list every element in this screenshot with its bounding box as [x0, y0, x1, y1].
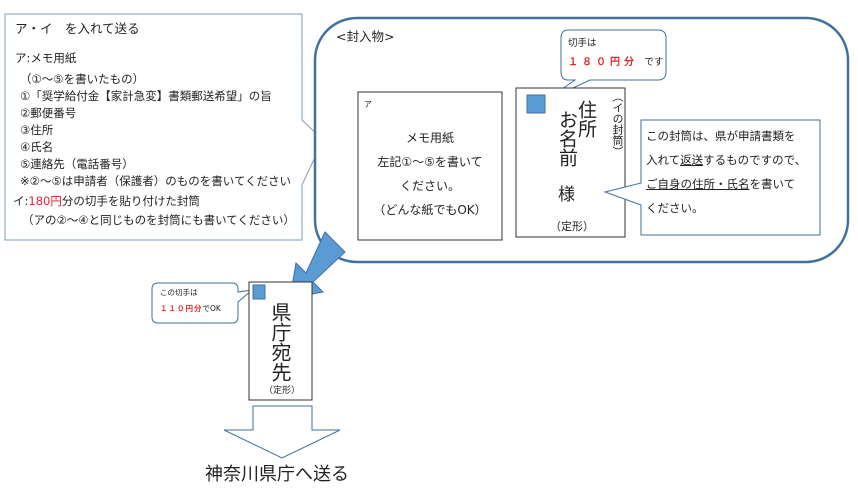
- item-3: ③住所: [20, 123, 54, 137]
- callout-line2: 入れて返送するものですので、: [646, 148, 806, 172]
- item-4: ④氏名: [20, 140, 54, 154]
- envelope-name: お名前: [556, 110, 578, 167]
- hollow-down-arrow: [223, 405, 341, 459]
- callout-line2c: するものですので、: [703, 153, 807, 167]
- prefecture-envelope-size: （定形）: [264, 386, 301, 396]
- small-stamp-callout: [151, 282, 254, 324]
- prefecture-address: 県庁宛先: [268, 302, 292, 382]
- prefecture-envelope: [248, 281, 313, 401]
- destination-label: 神奈川県庁へ送る: [205, 464, 349, 485]
- envelope-note-text: この封筒は、県が申請書類を 入れて返送するものですので、 ご自身の住所・氏名を書…: [646, 124, 806, 220]
- envelope-address: 住所: [575, 100, 597, 138]
- callout-line3: ご自身の住所・氏名を書いて: [646, 172, 806, 196]
- envelope-sama: 様: [558, 185, 575, 205]
- memo-text: メモ用紙 左記①～⑤を書いて ください。 （どんな紙でもOK）: [358, 126, 502, 222]
- small-stamp-suffix: でOK: [202, 304, 221, 313]
- stamp-icon: [526, 94, 546, 114]
- i-suffix: 分の切手を貼り付けた封筒: [61, 194, 200, 208]
- memo-sub: （①～⑤を書いたもの）: [20, 72, 145, 86]
- item-2: ②郵便番号: [20, 106, 77, 120]
- small-callout-line2: １１０円分でOK: [160, 303, 221, 315]
- memo-line1: メモ用紙: [405, 131, 454, 145]
- envelope-instruction: イ:180円分の切手を貼り付けた封筒: [13, 193, 200, 211]
- small-stamp-icon: [252, 284, 266, 300]
- envelope-size: （定形）: [550, 220, 594, 233]
- item-5: ⑤連絡先（電話番号）: [20, 157, 134, 171]
- i-prefix: イ:: [13, 194, 29, 208]
- stamp-callout-line1: 切手は: [568, 38, 597, 49]
- memo-label: ア:メモ用紙: [15, 51, 77, 65]
- callout-line4: ください。: [646, 201, 704, 215]
- i-amount: 180円: [28, 194, 62, 208]
- small-stamp-amount: １１０円分: [160, 304, 203, 313]
- stamp-amount: １８０円分: [568, 57, 638, 68]
- memo-line3: ください。: [399, 179, 460, 193]
- callout-line3b: を書いて: [749, 177, 796, 191]
- envelope-note: （アの②～④と同じものを封筒にも書いてください）: [22, 213, 295, 227]
- enclosure-title: <封入物>: [336, 29, 395, 44]
- note: ※②～⑤は申請者（保護者）のものを書いてください: [20, 174, 292, 188]
- memo-line2: 左記①～⑤を書いて: [377, 155, 483, 169]
- callout-line2b: 返送: [680, 153, 704, 167]
- memo-paper: [357, 91, 503, 241]
- callout-line3a: ご自身の住所・氏名: [646, 177, 750, 191]
- callout-line1: この封筒は、県が申請書類を: [646, 129, 796, 143]
- item-1: ①「奨学給付金【家計急変】書類郵送希望」の旨: [20, 89, 272, 103]
- instructions-callout-box: [4, 13, 324, 241]
- instructions-title: ア・イ を入れて送る: [15, 21, 140, 36]
- envelope-side-label: （イの封筒）: [611, 91, 624, 157]
- small-callout-line1: この切手は: [160, 288, 198, 297]
- memo-tag: ア: [364, 100, 372, 109]
- stamp-suffix: です: [644, 57, 664, 68]
- callout-line2a: 入れて: [646, 153, 681, 167]
- stamp-callout-amount: １８０円分 です: [568, 54, 663, 72]
- envelope-note-callout: [603, 119, 821, 236]
- memo-line4: （どんな紙でもOK）: [373, 203, 487, 217]
